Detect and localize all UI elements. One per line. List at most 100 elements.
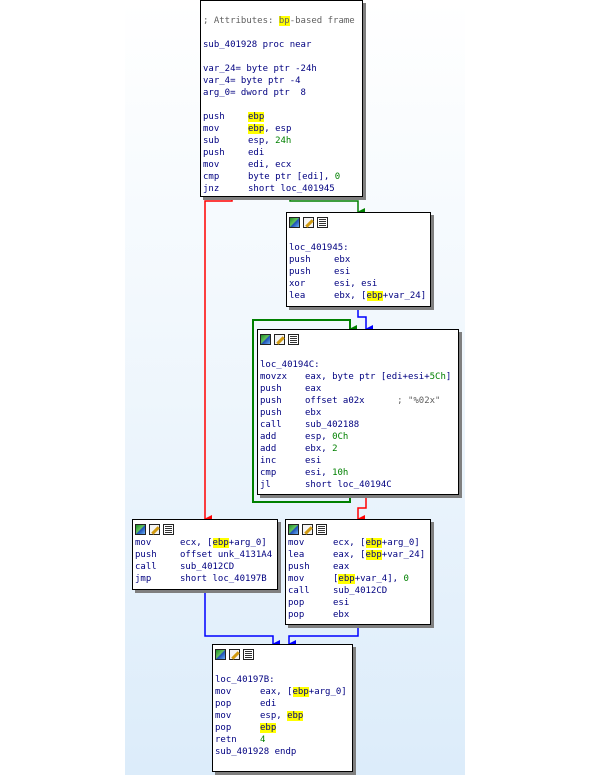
instruction-line[interactable]: inc esi (260, 455, 458, 467)
graph-icon[interactable] (135, 524, 146, 535)
operand: ecx, [ (180, 538, 213, 548)
mnemonic: mov (215, 711, 232, 721)
operand-number: 10h (332, 468, 349, 478)
graph-icon[interactable] (260, 334, 271, 345)
operand: ebx, [ (334, 291, 367, 301)
instruction-line[interactable]: push esi (289, 266, 430, 278)
mnemonic: lea (289, 291, 306, 301)
block-sub-401928[interactable]: ; Attributes: bp-based frame sub_401928 p… (200, 0, 363, 197)
instruction-line[interactable]: mov[ebp+var_4], 0 (288, 573, 430, 585)
code-icon[interactable] (243, 649, 254, 660)
edit-icon[interactable] (229, 649, 240, 660)
edit-icon[interactable] (274, 334, 285, 345)
operand: edi (248, 148, 265, 158)
mnemonic: push (135, 550, 157, 560)
mnemonic: jmp (135, 574, 152, 584)
mnemonic: push (289, 267, 311, 277)
label-line[interactable]: loc_401945: (289, 242, 430, 254)
label-line[interactable]: var_24= byte ptr -24h (203, 63, 362, 75)
label-line[interactable]: loc_40194C: (260, 359, 458, 371)
mnemonic: inc (260, 456, 277, 466)
operand: esi (334, 267, 351, 277)
mnemonic: pop (215, 723, 232, 733)
label-line[interactable]: var_4= byte ptr -4 (203, 75, 362, 87)
block-header (287, 213, 430, 230)
code-icon[interactable] (317, 217, 328, 228)
code-icon[interactable] (288, 334, 299, 345)
line-text-rest: -based frame (289, 16, 355, 26)
operand: ecx, [ (333, 538, 366, 548)
block-header (258, 330, 458, 347)
code-icon[interactable] (316, 524, 327, 535)
label-line[interactable]: arg_0= dword ptr 8 (203, 87, 362, 99)
block-header (213, 645, 352, 662)
operand-number: 2 (332, 444, 338, 454)
operand: , esp (264, 124, 292, 134)
operand: esi (305, 456, 322, 466)
operand: edi, ecx (248, 160, 292, 170)
label-line[interactable]: loc_40197B: (215, 674, 352, 686)
label-line[interactable]: ; Attributes: bp-based frame (203, 15, 362, 27)
operand: eax, byte ptr [edi+esi+ (305, 372, 430, 382)
graph-icon[interactable] (288, 524, 299, 535)
graph-icon[interactable] (289, 217, 300, 228)
mnemonic: lea (288, 550, 305, 560)
edge-false-b3-b5 (357, 495, 367, 523)
edit-icon[interactable] (302, 524, 313, 535)
mnemonic: mov (215, 687, 232, 697)
mnemonic: jnz (203, 184, 220, 194)
graph-icon[interactable] (215, 649, 226, 660)
label-line[interactable]: sub_401928 proc near (203, 39, 362, 51)
line-text: sub_401928 proc near (203, 40, 312, 50)
line-text: loc_40197B: (215, 675, 275, 685)
code-icon[interactable] (163, 524, 174, 535)
line-text: ; Attributes: (203, 16, 279, 26)
mnemonic: mov (203, 124, 220, 134)
operand: esp, (260, 711, 288, 721)
highlighted-register: ebp (248, 112, 265, 122)
label-line[interactable]: sub_401928 endp (215, 746, 352, 758)
mnemonic: push (260, 408, 282, 418)
edit-icon[interactable] (303, 217, 314, 228)
edit-icon[interactable] (149, 524, 160, 535)
